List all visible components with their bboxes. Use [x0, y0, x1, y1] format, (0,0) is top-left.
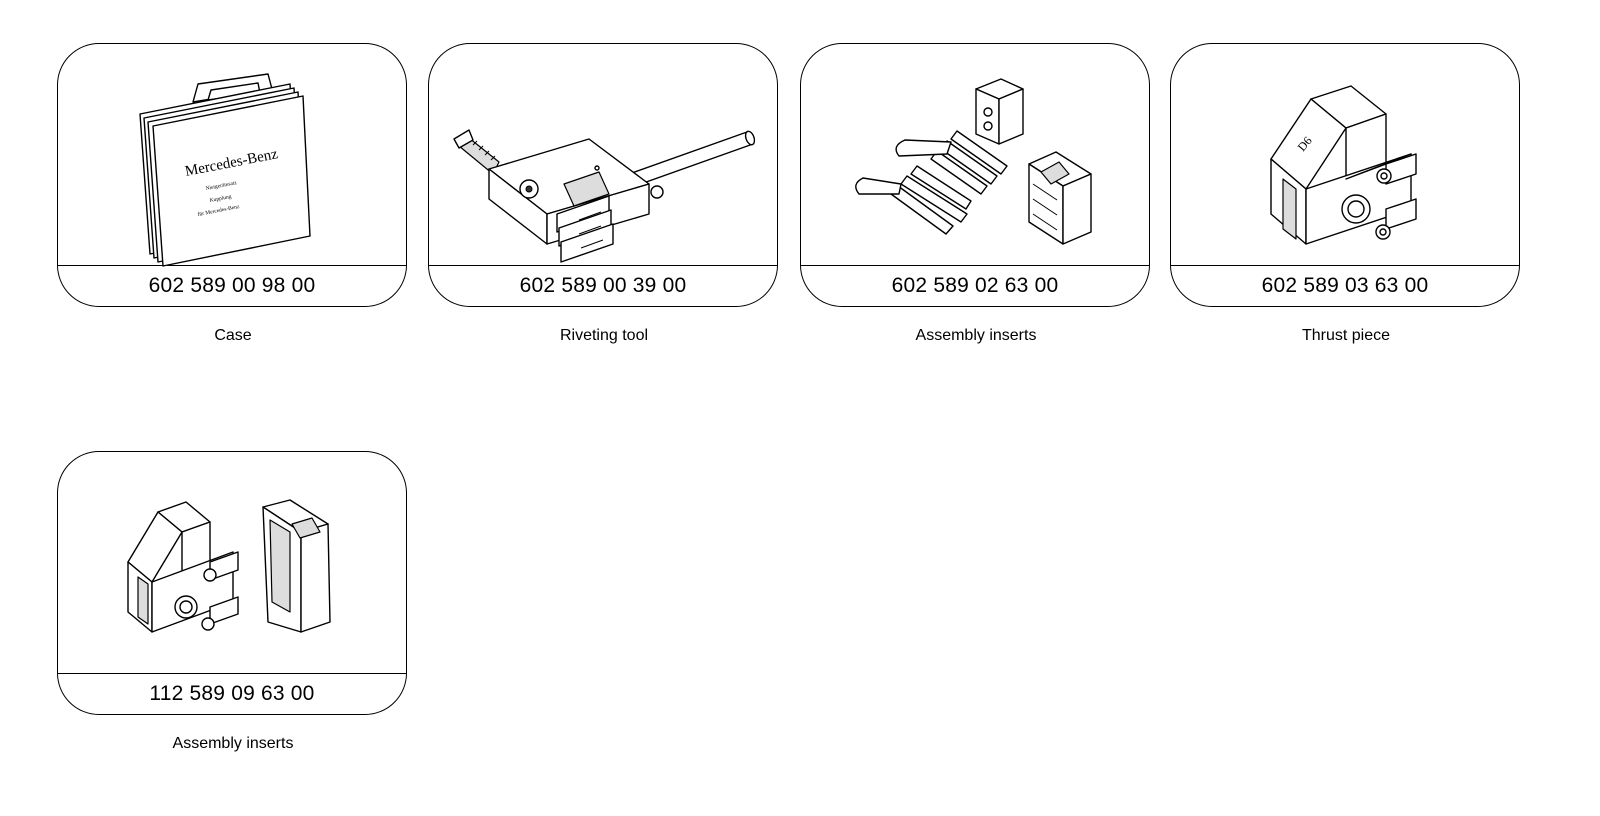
part-number: 602 589 02 63 00 [801, 265, 1149, 306]
tool-name: Assembly inserts [172, 735, 294, 752]
tool-card-thrust-piece: D6 602 589 03 63 00 Thrust piece [1170, 43, 1522, 345]
part-number: 602 589 00 98 00 [58, 265, 406, 306]
tool-name: Thrust piece [1301, 327, 1391, 344]
part-number: 602 589 03 63 00 [1171, 265, 1519, 306]
assembly-inserts-icon [127, 499, 331, 633]
case-fine-print-1: Nietgerätesatz [205, 180, 238, 192]
tool-card-assembly-inserts: 602 589 02 63 00 Assembly inserts [800, 43, 1152, 345]
tool-frame: 112 589 09 63 00 [57, 451, 407, 715]
tool-name: Assembly inserts [915, 327, 1037, 344]
tool-frame: D6 602 589 03 63 00 [1170, 43, 1520, 307]
tool-frame: 602 589 02 63 00 [800, 43, 1150, 307]
case-fine-print-2: Kupplung [209, 194, 232, 204]
tool-frame: 602 589 00 39 00 [428, 43, 778, 307]
tool-name: Riveting tool [559, 327, 649, 344]
assembly-inserts-icon [855, 78, 1092, 245]
tool-card-assembly-inserts-2: 112 589 09 63 00 Assembly inserts [57, 451, 409, 753]
thrust-piece-icon: D6 [1270, 85, 1417, 245]
tool-frame: Mercedes-Benz Nietgerätesatz Kupplung fü… [57, 43, 407, 307]
tool-card-riveting-tool: 602 589 00 39 00 Riveting tool [428, 43, 780, 345]
riveting-tool-icon [453, 129, 756, 263]
part-number: 602 589 00 39 00 [429, 265, 777, 306]
case-icon: Mercedes-Benz Nietgerätesatz Kupplung fü… [139, 73, 311, 267]
tool-card-case: Mercedes-Benz Nietgerätesatz Kupplung fü… [57, 43, 409, 345]
part-number: 112 589 09 63 00 [58, 673, 406, 714]
tool-name: Case [214, 327, 252, 344]
